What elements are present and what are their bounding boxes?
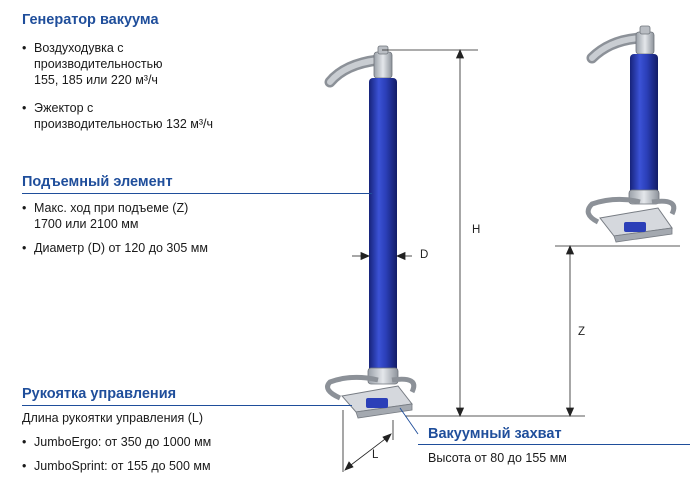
vacuum-gripper-subtitle: Высота от 80 до 155 мм	[428, 451, 567, 465]
control-handle-item-2: JumboSprint: от 155 до 500 мм	[22, 458, 211, 474]
dim-label-z: Z	[578, 326, 586, 338]
right-top-fitting	[635, 25, 655, 55]
control-handle-item-1: JumboErgo: от 350 до 1000 мм	[22, 434, 211, 450]
gripper-leader-line	[399, 407, 419, 435]
control-handle-subtitle: Длина рукоятки управления (L)	[22, 411, 204, 425]
dim-label-l: L	[372, 449, 379, 461]
dimension-z	[555, 245, 680, 417]
control-handle-heading: Рукоятка управления	[22, 386, 177, 402]
dim-label-h: H	[472, 224, 481, 236]
lifting-element-rule	[22, 193, 372, 194]
vacuum-generator-item-2: Эжектор с производительностью 132 м³/ч	[22, 100, 213, 132]
right-control-handle	[585, 196, 677, 225]
left-control-handle	[325, 374, 417, 401]
left-hose	[324, 54, 384, 88]
right-vacuum-gripper	[599, 207, 673, 243]
lifting-element-heading: Подъемный элемент	[22, 174, 173, 190]
lifting-element-item-2: Диаметр (D) от 120 до 305 мм	[22, 240, 208, 256]
dimension-l	[342, 410, 394, 472]
vacuum-generator-heading: Генератор вакуума	[22, 12, 159, 28]
dimension-d	[352, 251, 412, 261]
control-handle-rule	[22, 405, 352, 406]
right-lift-tube	[630, 54, 658, 196]
right-hose	[586, 32, 646, 64]
left-top-fitting	[373, 45, 393, 79]
dimension-h	[382, 49, 585, 417]
left-lift-tube	[369, 78, 397, 376]
vacuum-generator-item-1: Воздуходувка с производительностью 155, …	[22, 40, 162, 88]
lifting-element-item-1: Макс. ход при подъеме (Z) 1700 или 2100 …	[22, 200, 188, 232]
left-vacuum-gripper	[341, 385, 413, 419]
dim-label-d: D	[420, 249, 429, 261]
vacuum-gripper-rule	[418, 444, 690, 445]
vacuum-gripper-heading: Вакуумный захват	[428, 426, 562, 442]
